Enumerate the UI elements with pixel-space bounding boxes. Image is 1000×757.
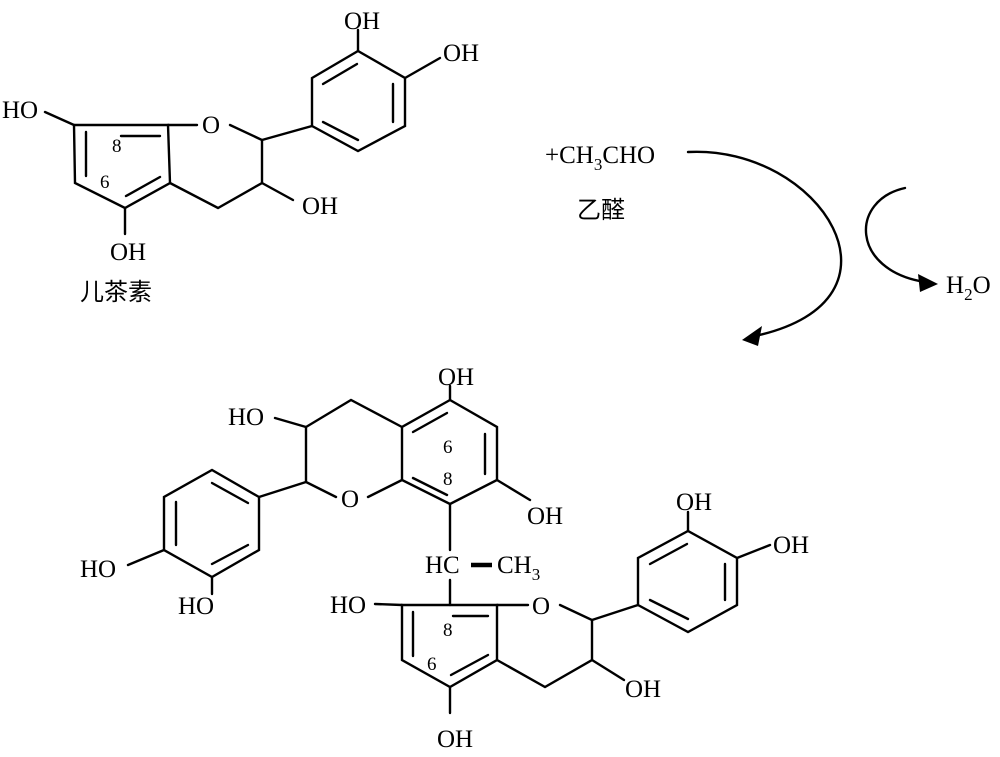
product-structure: OH HO OH HO HO O 6 8 HC CH3 bbox=[80, 364, 809, 753]
product-upper-ho-3: HO bbox=[228, 404, 264, 431]
catechin-position-6: 6 bbox=[100, 172, 110, 193]
catechin-oh-a3: OH bbox=[110, 239, 146, 266]
reagent: +CH3CHO 乙醛 bbox=[545, 142, 655, 224]
product-upper-ho-b3: HO bbox=[80, 556, 116, 583]
catechin-position-8: 8 bbox=[112, 136, 122, 157]
product-lower-oh-b3: OH bbox=[676, 489, 712, 516]
catechin-structure: HO OH OH OH OH O 8 6 儿茶素 bbox=[2, 8, 479, 306]
catechin-ring-oxygen: O bbox=[202, 112, 220, 139]
catechin-ho-a6: HO bbox=[2, 97, 38, 124]
reagent-name: 乙醛 bbox=[577, 196, 625, 224]
product-upper-oh-7: OH bbox=[527, 503, 563, 530]
product-lower-oh-b4: OH bbox=[773, 532, 809, 559]
product-lower-ho-7: HO bbox=[330, 592, 366, 619]
product-upper-unit-bonds bbox=[126, 384, 532, 596]
water-release-arrow bbox=[864, 186, 938, 292]
product-upper-position-6: 6 bbox=[443, 437, 453, 458]
product-lower-oh-5: OH bbox=[437, 726, 473, 753]
product-lower-oh-3: OH bbox=[625, 676, 661, 703]
reaction-arrow bbox=[686, 150, 843, 346]
product-lower-unit-bonds bbox=[373, 510, 772, 715]
catechin-oh-b3: OH bbox=[344, 8, 380, 35]
reagent-formula: +CH3CHO bbox=[545, 142, 655, 174]
product-lower-position-6: 6 bbox=[427, 654, 437, 675]
bridge-methyl: CH3 bbox=[497, 552, 540, 584]
product-upper-oh-5: OH bbox=[438, 364, 474, 391]
catechin-oh-b4: OH bbox=[443, 40, 479, 67]
catechin-oh-c3: OH bbox=[302, 193, 338, 220]
bridge-hc: HC bbox=[425, 552, 460, 579]
product-upper-position-8: 8 bbox=[443, 469, 453, 490]
product-lower-ring-oxygen: O bbox=[532, 593, 550, 620]
product-upper-ho-b4: HO bbox=[178, 593, 214, 620]
catechin-bonds bbox=[43, 28, 442, 236]
product-lower-position-8: 8 bbox=[443, 620, 453, 641]
byproduct-water: H2O bbox=[946, 272, 991, 304]
product-upper-ring-oxygen: O bbox=[341, 486, 359, 513]
catechin-name: 儿茶素 bbox=[80, 278, 152, 306]
